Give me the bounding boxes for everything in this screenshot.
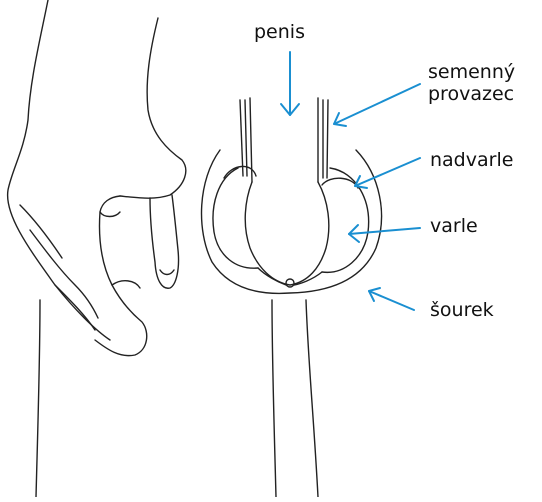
label-penis: penis <box>254 22 305 43</box>
leg-drawing <box>272 300 318 497</box>
arrow-scrotum <box>369 288 414 310</box>
penis-drawing <box>245 98 329 287</box>
label-scrotum: šourek <box>430 300 494 321</box>
arrow-testis <box>349 225 420 242</box>
testis-drawing <box>213 166 369 285</box>
label-testis: varle <box>430 216 478 237</box>
hand-drawing <box>8 0 186 497</box>
label-spermatic-cord-line2: provazec <box>428 84 514 105</box>
arrow-epididymis <box>355 158 420 188</box>
label-spermatic-cord-line1: semenný <box>428 62 515 83</box>
arrow-penis <box>281 52 299 115</box>
arrow-spermatic-cord <box>334 84 420 126</box>
spermatic-cord-drawing <box>240 100 328 178</box>
label-epididymis: nadvarle <box>430 150 513 171</box>
